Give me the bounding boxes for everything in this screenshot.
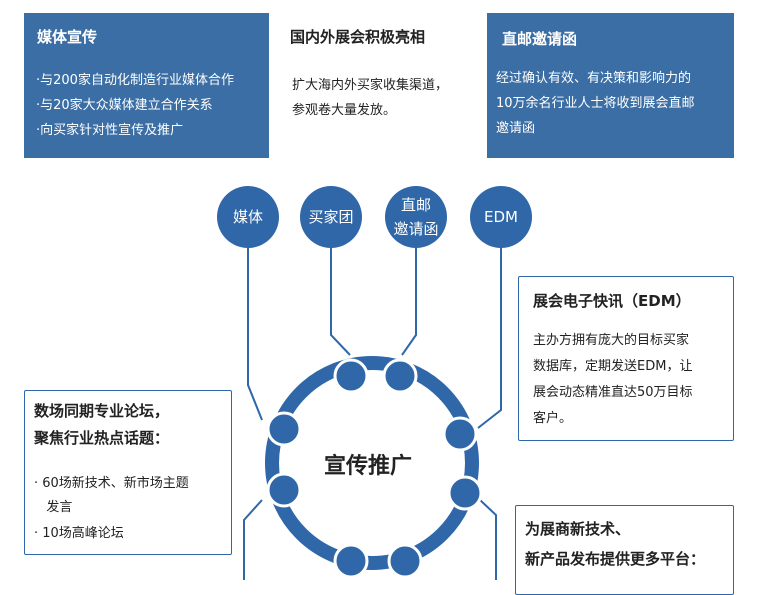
direct-mail-circle: 直邮 邀请函	[385, 186, 447, 248]
ring-node-2	[382, 358, 418, 394]
media-line-3: ·向买家针对性宣传及推广	[36, 123, 184, 138]
edm-line-2: 数据库，定期发送EDM，让	[533, 359, 693, 374]
buyers-circle: 买家团	[300, 186, 362, 248]
ring-node-4	[442, 416, 478, 452]
ring-node-6	[447, 475, 483, 511]
launch-title-1: 为展商新技术、	[525, 520, 631, 538]
forum-box: 数场同期专业论坛， 聚焦行业热点话题： · 60场新技术、新市场主题 发言 · …	[24, 390, 232, 555]
connector-edm	[477, 247, 502, 429]
media-line-1: ·与200家自动化制造行业媒体合作	[36, 73, 234, 88]
media-circle: 媒体	[217, 186, 279, 248]
ring-node-1	[333, 358, 369, 394]
direct-mail-circle-label-2: 邀请函	[393, 220, 439, 238]
direct-mail-title: 直邮邀请函	[502, 30, 578, 48]
hub-ring	[265, 356, 479, 570]
forum-item-1-cont: 发言	[34, 500, 73, 515]
direct-mail-line-3: 邀请函	[496, 121, 536, 136]
direct-mail-circle-label-1: 直邮	[400, 196, 431, 214]
edm-line-3: 展会动态精准直达50万目标	[533, 385, 693, 400]
edm-box: 展会电子快讯（EDM） 主办方拥有庞大的目标买家 数据库，定期发送EDM，让 展…	[518, 276, 734, 441]
media-circle-label: 媒体	[232, 208, 263, 226]
overseas-exhibition-title: 国内外展会积极亮相	[290, 28, 426, 46]
hub-title: 宣传推广	[324, 454, 413, 479]
connector-forum	[243, 499, 263, 580]
connector-buyers	[330, 247, 351, 356]
direct-mail-box: 直邮邀请函 经过确认有效、有决策和影响力的 10万余名行业人士将收到展会直邮 邀…	[487, 13, 734, 158]
connector-launch	[479, 499, 497, 580]
direct-mail-line-2: 10万余名行业人士将收到展会直邮	[496, 96, 695, 111]
product-launch-box: 为展商新技术、 新产品发布提供更多平台：	[515, 505, 734, 595]
forum-item-2: · 10场高峰论坛	[34, 526, 124, 541]
media-promotion-title: 媒体宣传	[37, 28, 98, 46]
connector-diagram	[243, 247, 502, 580]
edm-box-title: 展会电子快讯（EDM）	[533, 292, 691, 310]
ring-node-7	[333, 543, 369, 579]
overseas-line-2: 参观卷大量发放。	[292, 103, 397, 118]
buyers-circle-label: 买家团	[308, 208, 354, 226]
edm-circle-label: EDM	[484, 208, 518, 226]
launch-title-2: 新产品发布提供更多平台：	[525, 550, 706, 568]
edm-line-4: 客户。	[533, 411, 573, 426]
connector-media	[247, 247, 263, 421]
edm-circle: EDM	[470, 186, 532, 248]
ring-node-8	[387, 543, 423, 579]
connector-direct-mail	[401, 247, 417, 356]
overseas-line-1: 扩大海内外买家收集渠道，	[292, 78, 449, 93]
forum-item-1: · 60场新技术、新市场主题	[34, 476, 189, 491]
media-line-2: ·与20家大众媒体建立合作关系	[36, 98, 213, 113]
forum-title-2: 聚焦行业热点话题：	[34, 429, 170, 447]
forum-title-1: 数场同期专业论坛，	[34, 402, 170, 420]
media-promotion-box: 媒体宣传 ·与200家自动化制造行业媒体合作 ·与20家大众媒体建立合作关系 ·…	[24, 13, 269, 158]
ring-node-3	[266, 411, 302, 447]
direct-mail-line-1: 经过确认有效、有决策和影响力的	[496, 71, 692, 86]
ring-node-5	[266, 472, 302, 508]
edm-line-1: 主办方拥有庞大的目标买家	[533, 333, 690, 348]
